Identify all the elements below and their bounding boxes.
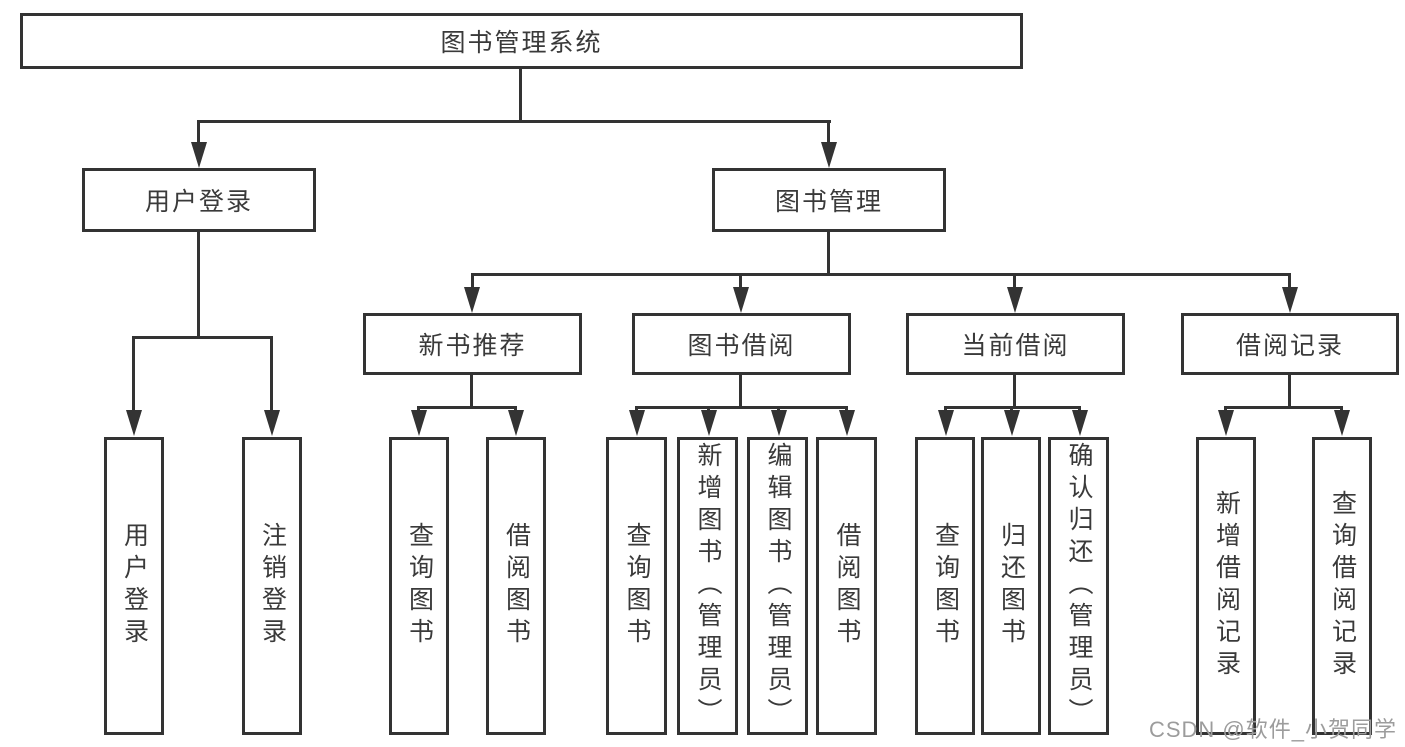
arrow-down-icon	[1007, 287, 1023, 313]
connector-line	[1010, 406, 1013, 413]
leaf-confirm-return-admin: 确认归还（管理员）	[1048, 437, 1109, 735]
connector-line	[777, 406, 780, 413]
connector-line	[132, 336, 135, 411]
arrow-down-icon	[733, 287, 749, 313]
leaf-query-borrow-record: 查询借阅记录	[1312, 437, 1372, 735]
connector-line	[519, 69, 522, 121]
leaf-return-books: 归还图书	[981, 437, 1041, 735]
connector-line	[1224, 406, 1343, 409]
leaf-label: 归还图书	[997, 522, 1026, 650]
leaf-add-books-admin: 新增图书（管理员）	[677, 437, 738, 735]
connector-line	[197, 120, 831, 123]
connector-line	[845, 406, 848, 413]
connector-line	[944, 406, 947, 413]
leaf-label: 查询图书	[405, 522, 434, 650]
connector-line	[1288, 273, 1291, 288]
arrow-down-icon	[508, 410, 524, 436]
leaf-borrow-books: 借阅图书	[816, 437, 877, 735]
node-label: 图书管理系统	[440, 29, 603, 57]
leaf-user-login: 用户登录	[104, 437, 164, 735]
node-label: 用户登录	[144, 188, 253, 216]
arrow-down-icon	[821, 142, 837, 168]
arrow-down-icon	[629, 410, 645, 436]
arrow-down-icon	[1004, 410, 1020, 436]
connector-line	[197, 232, 200, 336]
leaf-label: 查询图书	[931, 522, 960, 650]
csdn-watermark: CSDN @软件_小贺同学	[1148, 717, 1397, 742]
arrow-down-icon	[1282, 287, 1298, 313]
node-borrowing-records: 借阅记录	[1181, 313, 1399, 375]
node-label: 图书借阅	[687, 332, 796, 360]
node-label: 当前借阅	[961, 332, 1070, 360]
node-user-login: 用户登录	[82, 168, 316, 232]
connector-line	[739, 273, 742, 288]
leaf-add-borrow-record: 新增借阅记录	[1196, 437, 1256, 735]
node-label: 图书管理	[774, 188, 883, 216]
connector-line	[417, 406, 420, 413]
node-book-borrowing: 图书借阅	[632, 313, 851, 375]
leaf-borrow-books-recommend: 借阅图书	[486, 437, 546, 735]
connector-line	[417, 406, 517, 409]
node-label: 新书推荐	[418, 332, 527, 360]
leaf-label: 编辑图书（管理员）	[764, 442, 792, 730]
arrow-down-icon	[839, 410, 855, 436]
leaf-query-books-current: 查询图书	[915, 437, 975, 735]
connector-line	[1340, 406, 1343, 413]
arrow-down-icon	[264, 410, 280, 436]
leaf-label: 注销登录	[258, 522, 287, 650]
leaf-query-books: 查询图书	[606, 437, 667, 735]
connector-line	[827, 232, 830, 273]
connector-line	[1288, 375, 1291, 406]
leaf-label: 查询借阅记录	[1328, 490, 1357, 682]
node-new-book-recommend: 新书推荐	[363, 313, 582, 375]
node-label: 借阅记录	[1235, 332, 1344, 360]
connector-line	[1013, 375, 1016, 406]
connector-line	[514, 406, 517, 413]
connector-line	[132, 336, 273, 339]
arrow-down-icon	[1218, 410, 1234, 436]
arrow-down-icon	[126, 410, 142, 436]
leaf-label: 新增借阅记录	[1212, 490, 1241, 682]
leaf-edit-books-admin: 编辑图书（管理员）	[747, 437, 808, 735]
arrow-down-icon	[701, 410, 717, 436]
node-library-management-system: 图书管理系统	[20, 13, 1023, 69]
arrow-down-icon	[464, 287, 480, 313]
node-book-management: 图书管理	[712, 168, 946, 232]
connector-line	[739, 375, 742, 406]
arrow-down-icon	[411, 410, 427, 436]
connector-line	[635, 406, 638, 413]
connector-line	[1078, 406, 1081, 413]
leaf-query-books-recommend: 查询图书	[389, 437, 449, 735]
connector-line	[470, 375, 473, 406]
connector-line	[827, 120, 830, 143]
arrow-down-icon	[938, 410, 954, 436]
connector-line	[635, 406, 848, 409]
connector-line	[197, 120, 200, 143]
arrow-down-icon	[771, 410, 787, 436]
leaf-label: 用户登录	[120, 522, 149, 650]
leaf-label: 借阅图书	[833, 522, 861, 650]
leaf-label: 新增图书（管理员）	[694, 442, 722, 730]
connector-line	[1224, 406, 1227, 413]
arrow-down-icon	[1334, 410, 1350, 436]
connector-line	[1013, 273, 1016, 288]
connector-line	[471, 273, 474, 288]
leaf-label: 确认归还（管理员）	[1065, 442, 1093, 730]
leaf-label: 查询图书	[623, 522, 651, 650]
leaf-logout: 注销登录	[242, 437, 302, 735]
connector-line	[707, 406, 710, 413]
connector-line	[471, 273, 1291, 276]
leaf-label: 借阅图书	[502, 522, 531, 650]
arrow-down-icon	[1072, 410, 1088, 436]
node-current-borrowing: 当前借阅	[906, 313, 1125, 375]
connector-line	[270, 336, 273, 411]
arrow-down-icon	[191, 142, 207, 168]
